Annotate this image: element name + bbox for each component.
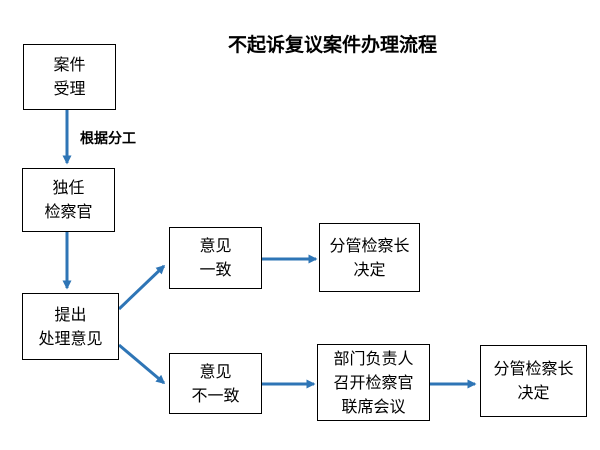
node-case-acceptance-line1: 案件 — [53, 55, 86, 74]
diagram-title: 不起诉复议案件办理流程 — [228, 34, 438, 56]
node-joint-meeting-line1: 部门负责人 — [333, 348, 414, 368]
node-sole-prosecutor-line2: 检察官 — [44, 202, 93, 221]
node-deputy-decision-a-line2: 决定 — [353, 259, 386, 279]
node-propose-opinion-line2: 处理意见 — [38, 328, 103, 348]
node-sole-prosecutor-line1: 独任 — [52, 178, 85, 197]
node-sole-prosecutor: 独任 检察官 — [22, 168, 115, 232]
node-opinion-agree-line2: 一致 — [199, 260, 232, 279]
node-opinion-disagree: 意见 不一致 — [169, 353, 262, 414]
node-propose-opinion-line1: 提出 — [54, 304, 87, 324]
node-propose-opinion: 提出 处理意见 — [22, 293, 119, 360]
node-deputy-decision-b: 分管检察长 决定 — [480, 345, 587, 417]
node-deputy-decision-b-line1: 分管检察长 — [493, 359, 574, 378]
node-case-acceptance: 案件 受理 — [23, 44, 116, 110]
arrow-propose-to-disagree — [118, 343, 166, 385]
node-deputy-decision-a-line1: 分管检察长 — [329, 235, 410, 255]
node-joint-meeting-line3: 联席会议 — [341, 396, 406, 416]
node-joint-meeting-line2: 召开检察官 — [333, 372, 414, 392]
node-opinion-agree: 意见 一致 — [169, 227, 262, 289]
node-opinion-disagree-line2: 不一致 — [191, 385, 240, 405]
node-deputy-decision-a: 分管检察长 决定 — [319, 223, 420, 292]
arrow-propose-to-agree — [117, 264, 166, 311]
node-case-acceptance-line2: 受理 — [53, 79, 86, 98]
node-opinion-disagree-line1: 意见 — [199, 361, 232, 381]
edge-label-by-division: 根据分工 — [80, 131, 136, 147]
node-joint-meeting: 部门负责人 召开检察官 联席会议 — [317, 344, 430, 421]
node-deputy-decision-b-line2: 决定 — [517, 383, 550, 402]
node-opinion-agree-line1: 意见 — [199, 236, 232, 255]
